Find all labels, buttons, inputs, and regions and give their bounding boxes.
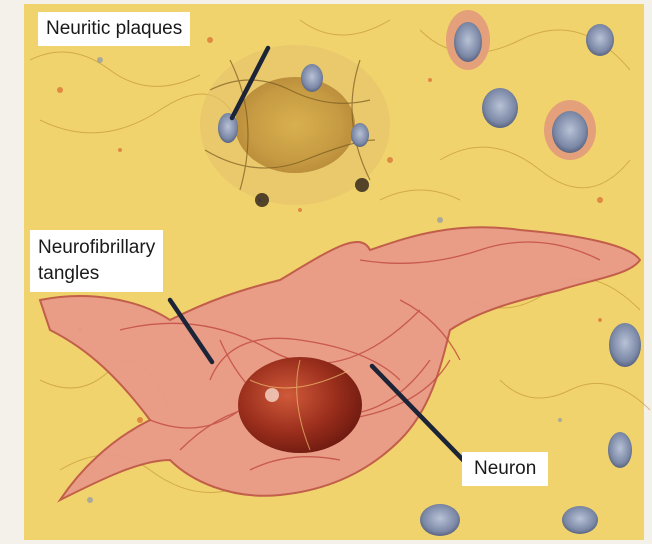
plaque-cell <box>351 123 369 147</box>
label-neuron: Neuron <box>462 452 548 486</box>
label-neuritic-plaques: Neuritic plaques <box>38 12 190 46</box>
plaque-cell <box>218 113 238 143</box>
neuron-nucleolus <box>265 388 279 402</box>
neuron-nucleus <box>238 357 362 453</box>
label-neurofibrillary-tangles: Neurofibrillary tangles <box>30 230 163 292</box>
label-neuron-text: Neuron <box>474 458 536 479</box>
label-neuritic-plaques-text: Neuritic plaques <box>46 18 182 39</box>
label-tangles-line2: tangles <box>38 261 155 287</box>
plaque-cell <box>301 64 323 92</box>
label-tangles-line1: Neurofibrillary <box>38 235 155 261</box>
